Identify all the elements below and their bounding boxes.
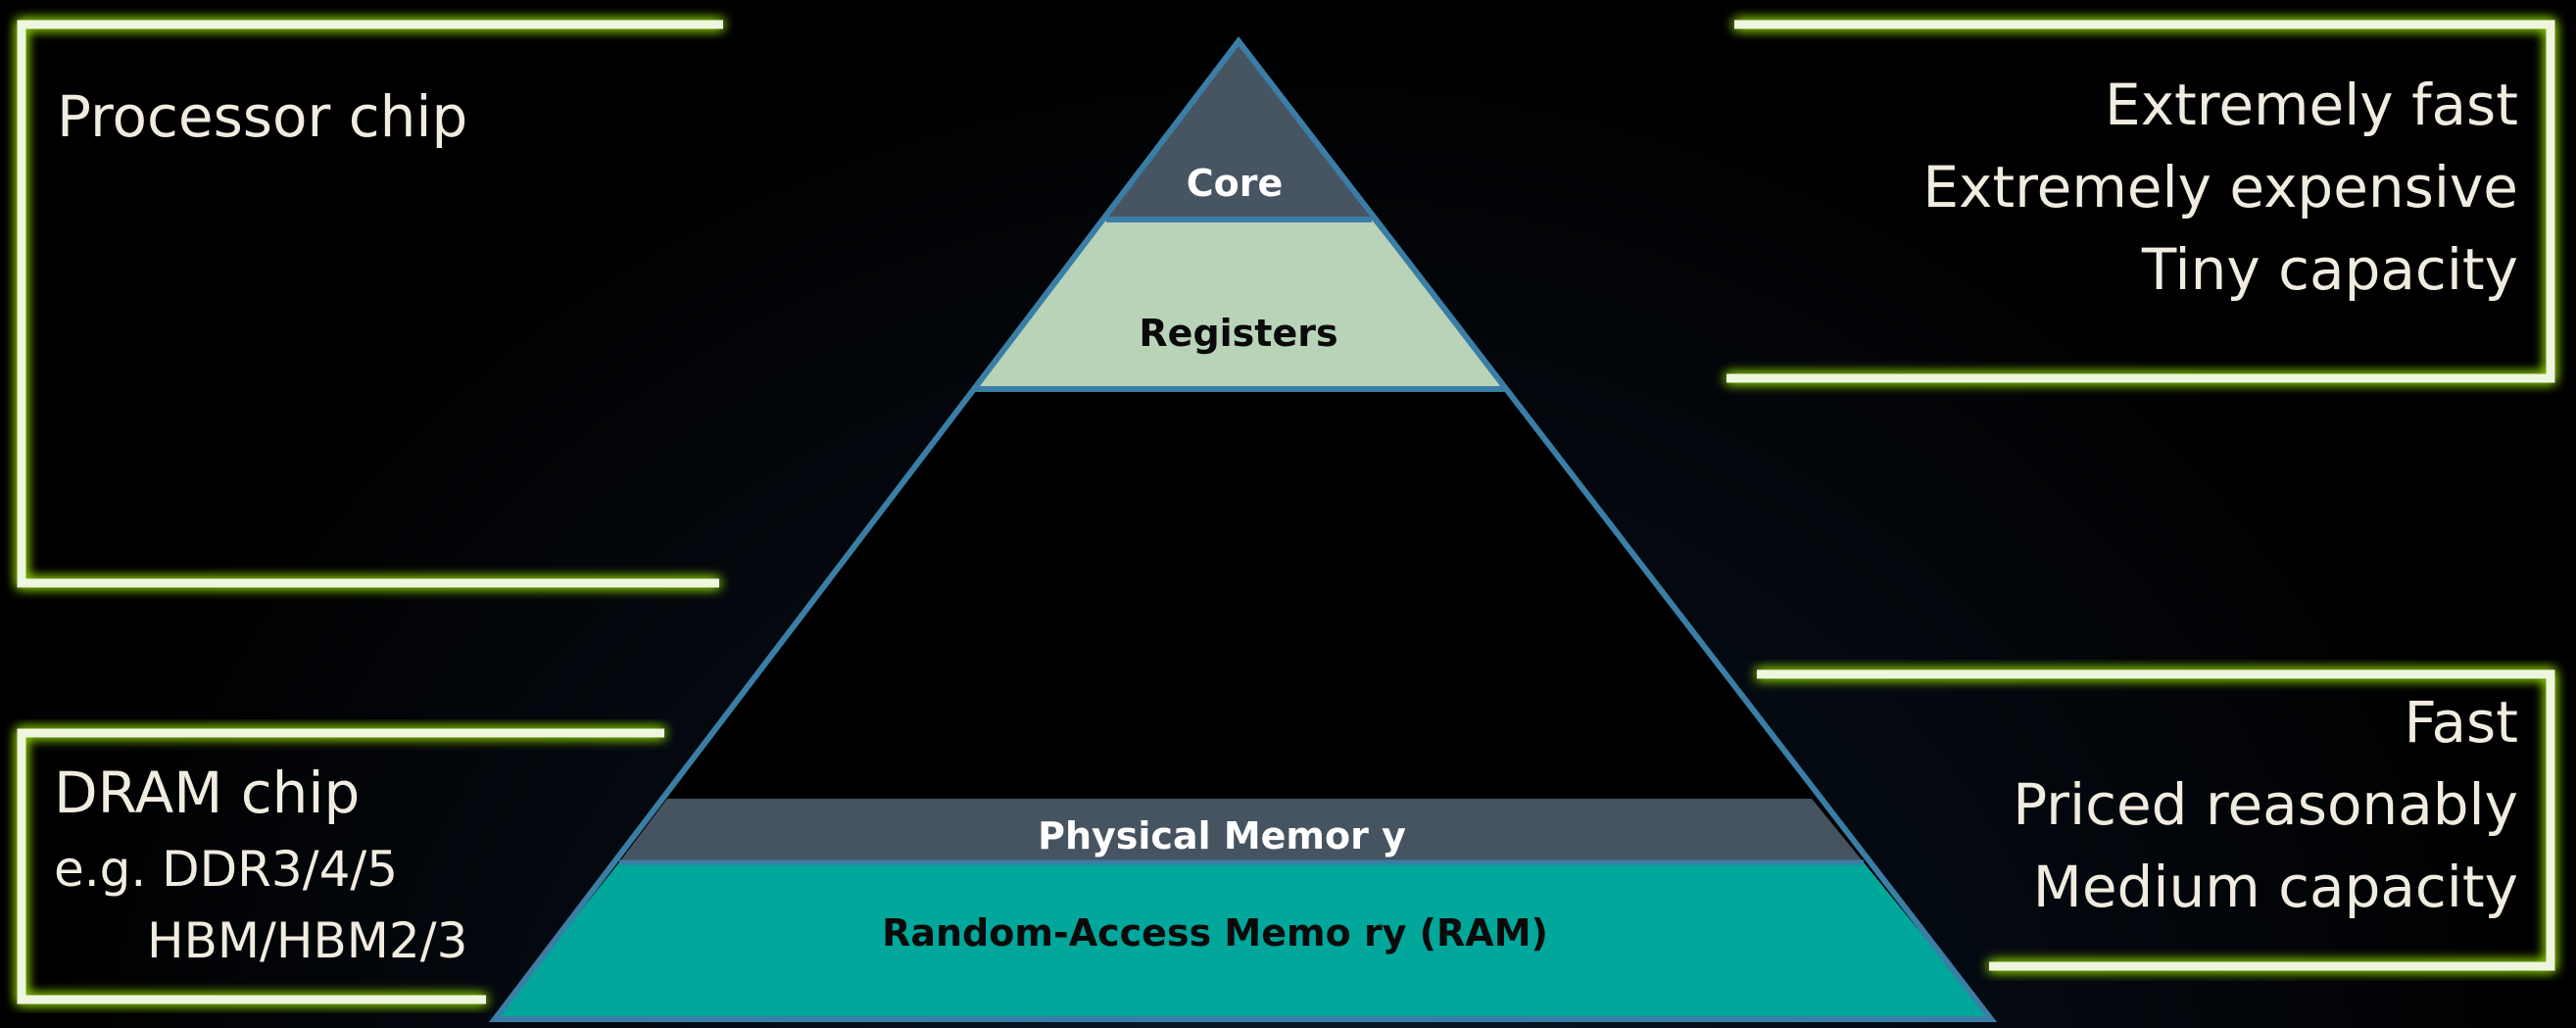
speed-top-line3: Tiny capacity — [2141, 236, 2518, 303]
registers-tier — [972, 220, 1506, 389]
ram-tier — [495, 862, 1991, 1019]
physical-memory-tier — [619, 799, 1864, 862]
speed-bottom-line2: Priced reasonably — [2013, 771, 2518, 838]
speed-top-line1: Extremely fast — [2105, 72, 2518, 138]
dram-bracket — [17, 728, 664, 1004]
processor-bracket — [17, 20, 723, 588]
speed-bottom-line3: Medium capacity — [2032, 854, 2518, 920]
dram-example-line1: e.g. DDR3/4/5 — [54, 841, 399, 898]
pyramid-body — [495, 41, 1991, 1019]
physical-memory-label: Physical Memor y — [1038, 814, 1406, 857]
speed-bottom-bracket — [1757, 669, 2555, 971]
speed-bottom-line1: Fast — [2404, 689, 2518, 756]
core-tier — [1106, 41, 1372, 220]
processor-chip-title: Processor chip — [57, 83, 468, 150]
speed-top-line2: Extremely expensive — [1922, 154, 2518, 220]
pyramid-outline — [488, 36, 1998, 1022]
registers-label: Registers — [1139, 312, 1337, 355]
core-label: Core — [1187, 162, 1284, 205]
ram-label: Random-Access Memo ry (RAM) — [882, 911, 1548, 955]
dram-chip-title: DRAM chip — [54, 759, 361, 826]
dram-example-line2: HBM/HBM2/3 — [147, 912, 468, 969]
speed-top-bracket — [1726, 20, 2555, 383]
